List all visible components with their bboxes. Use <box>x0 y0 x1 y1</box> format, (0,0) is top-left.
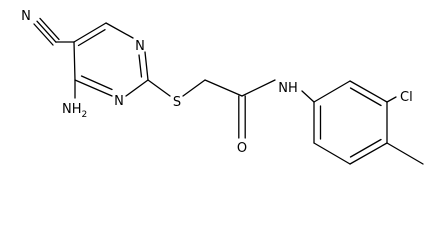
bond-n1-c2 <box>144 51 149 81</box>
bond-c2-s <box>147 79 171 97</box>
bond-nitrile-triple-a <box>36 20 57 43</box>
amino-label: NH2 <box>62 102 87 120</box>
bond-ar-c4-c5 <box>349 142 388 165</box>
bond-ar-cl <box>386 96 397 103</box>
bond-ch2-co <box>204 79 243 97</box>
bond-n3-c4-inner <box>80 75 113 91</box>
bond-ar-c1-c2 <box>313 80 351 103</box>
bond-s-ch2 <box>182 79 206 97</box>
bond-ar-methyl <box>386 142 424 165</box>
molecule-structure: N N N NH2 S NH O Cl <box>21 9 424 165</box>
bond-c4-c5 <box>73 41 76 81</box>
bond-c2-n3 <box>125 79 149 97</box>
bond-co-nh <box>241 79 276 97</box>
bond-ar-c5-c6 <box>313 142 351 165</box>
bond-ar-c4-c5-inner <box>349 138 382 158</box>
bonds <box>33 17 424 165</box>
ring-n-bottom-label: N <box>114 94 124 109</box>
atom-labels: N N N NH2 S NH O Cl <box>21 9 413 156</box>
bond-c5-c6-inner <box>77 29 106 47</box>
nitrile-n-label: N <box>21 9 31 24</box>
bond-n3-c4 <box>74 79 113 97</box>
ring-n-top-label: N <box>135 39 145 54</box>
amino-text: NH <box>62 102 82 117</box>
bond-nitrile-triple-c <box>39 17 60 41</box>
bond-ar-c2-c3 <box>349 80 388 103</box>
bond-c5-c6 <box>73 22 107 43</box>
bond-n1-c2-inner <box>138 54 143 78</box>
bond-nh-aryl <box>301 90 315 103</box>
chloro-label: Cl <box>400 90 413 105</box>
bond-ar-c2-c3-inner <box>349 87 382 107</box>
amide-nh-label: NH <box>278 81 298 96</box>
carbonyl-o-label: O <box>237 141 247 156</box>
amino-subscript: 2 <box>82 110 88 120</box>
bond-c6-n1 <box>105 22 134 39</box>
thioether-s-label: S <box>173 95 181 110</box>
bond-nitrile-triple-b <box>33 23 54 46</box>
